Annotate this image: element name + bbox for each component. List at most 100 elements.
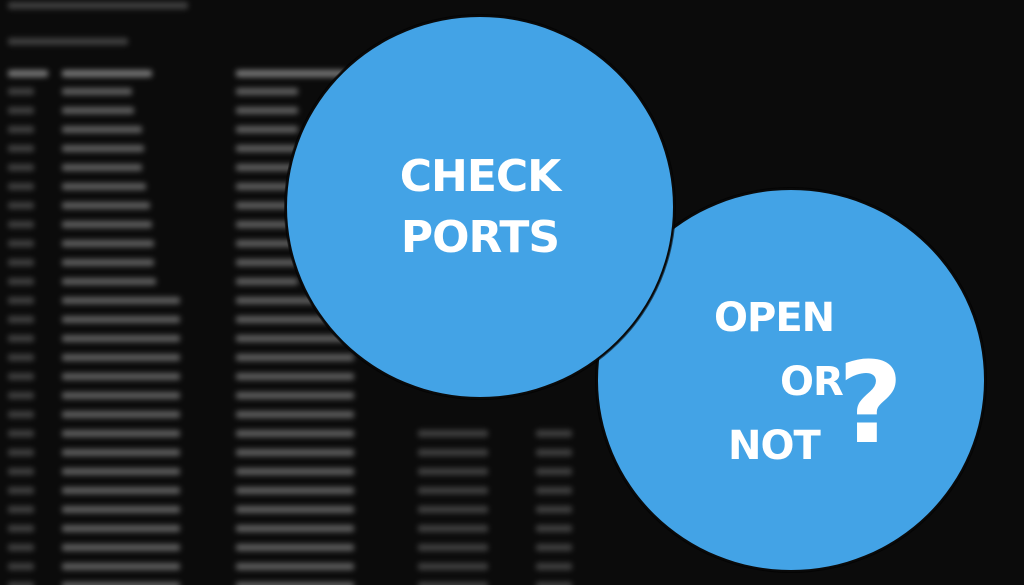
terminal-text-line	[418, 506, 488, 513]
terminal-text-line	[236, 487, 354, 494]
terminal-text-line	[236, 88, 298, 95]
terminal-text-line	[8, 240, 34, 247]
terminal-text-line	[8, 468, 34, 475]
terminal-text-line	[236, 582, 354, 585]
terminal-text-line	[418, 430, 488, 437]
terminal-text-line	[236, 70, 346, 77]
terminal-text-line	[62, 297, 180, 304]
terminal-text-line	[62, 107, 134, 114]
open-label: OPEN	[714, 295, 835, 341]
terminal-text-line	[536, 563, 572, 570]
terminal-text-line	[62, 126, 142, 133]
terminal-text-line	[62, 145, 144, 152]
terminal-text-line	[62, 354, 180, 361]
terminal-text-line	[8, 544, 34, 551]
terminal-text-line	[62, 430, 180, 437]
terminal-text-line	[236, 525, 354, 532]
terminal-text-line	[8, 582, 34, 585]
ports-label: PORTS	[400, 212, 560, 263]
terminal-text-line	[236, 297, 354, 304]
terminal-text-line	[236, 392, 354, 399]
terminal-text-line	[536, 449, 572, 456]
terminal-text-line	[8, 259, 34, 266]
terminal-text-line	[418, 449, 488, 456]
check-label: CHECK	[399, 151, 562, 202]
terminal-text-line	[236, 202, 298, 209]
terminal-text-line	[8, 563, 34, 570]
terminal-text-line	[8, 2, 188, 9]
terminal-text-line	[62, 202, 150, 209]
terminal-text-line	[536, 430, 572, 437]
or-label: OR	[780, 359, 844, 405]
terminal-text-line	[8, 107, 34, 114]
terminal-text-line	[236, 278, 298, 285]
terminal-text-line	[536, 525, 572, 532]
terminal-text-line	[8, 38, 128, 45]
terminal-text-line	[62, 468, 180, 475]
terminal-text-line	[236, 544, 354, 551]
terminal-text-line	[62, 582, 180, 585]
terminal-text-line	[418, 525, 488, 532]
terminal-text-line	[8, 297, 34, 304]
terminal-text-line	[236, 221, 298, 228]
terminal-text-line	[8, 506, 34, 513]
not-label: NOT	[728, 423, 821, 469]
terminal-text-line	[418, 544, 488, 551]
terminal-text-line	[8, 335, 34, 342]
terminal-text-line	[236, 506, 354, 513]
terminal-text-line	[536, 582, 572, 585]
terminal-text-line	[236, 259, 298, 266]
terminal-text-line	[8, 373, 34, 380]
terminal-text-line	[62, 221, 152, 228]
terminal-text-line	[236, 183, 298, 190]
terminal-text-line	[8, 145, 34, 152]
terminal-text-line	[8, 164, 34, 171]
terminal-text-line	[62, 278, 156, 285]
terminal-text-line	[62, 70, 152, 77]
terminal-text-line	[8, 449, 34, 456]
terminal-text-line	[62, 487, 180, 494]
terminal-text-line	[418, 468, 488, 475]
terminal-text-line	[236, 430, 354, 437]
terminal-text-line	[8, 221, 34, 228]
terminal-text-line	[62, 259, 154, 266]
terminal-text-line	[236, 563, 354, 570]
terminal-text-line	[62, 164, 142, 171]
terminal-text-line	[62, 525, 180, 532]
terminal-text-line	[62, 563, 180, 570]
terminal-text-line	[8, 70, 48, 77]
terminal-text-line	[236, 107, 298, 114]
terminal-text-line	[62, 88, 132, 95]
terminal-text-line	[236, 449, 354, 456]
terminal-text-line	[536, 544, 572, 551]
terminal-text-line	[8, 430, 34, 437]
terminal-text-line	[536, 468, 572, 475]
terminal-text-line	[8, 354, 34, 361]
terminal-text-line	[8, 278, 34, 285]
terminal-text-line	[236, 145, 298, 152]
terminal-text-line	[418, 582, 488, 585]
terminal-text-line	[236, 354, 354, 361]
terminal-text-line	[62, 411, 180, 418]
terminal-text-line	[8, 487, 34, 494]
terminal-text-line	[62, 544, 180, 551]
terminal-text-line	[62, 335, 180, 342]
terminal-text-line	[8, 126, 34, 133]
terminal-text-line	[236, 468, 354, 475]
terminal-text-line	[236, 316, 354, 323]
terminal-text-line	[62, 240, 154, 247]
terminal-text-line	[418, 487, 488, 494]
terminal-text-line	[8, 183, 34, 190]
terminal-text-line	[236, 373, 354, 380]
question-mark-icon: ?	[838, 339, 903, 469]
terminal-text-line	[62, 373, 180, 380]
terminal-text-line	[62, 316, 180, 323]
terminal-text-line	[236, 164, 298, 171]
terminal-text-line	[418, 563, 488, 570]
terminal-text-line	[236, 411, 354, 418]
terminal-text-line	[536, 506, 572, 513]
terminal-text-line	[8, 525, 34, 532]
terminal-text-line	[8, 202, 34, 209]
